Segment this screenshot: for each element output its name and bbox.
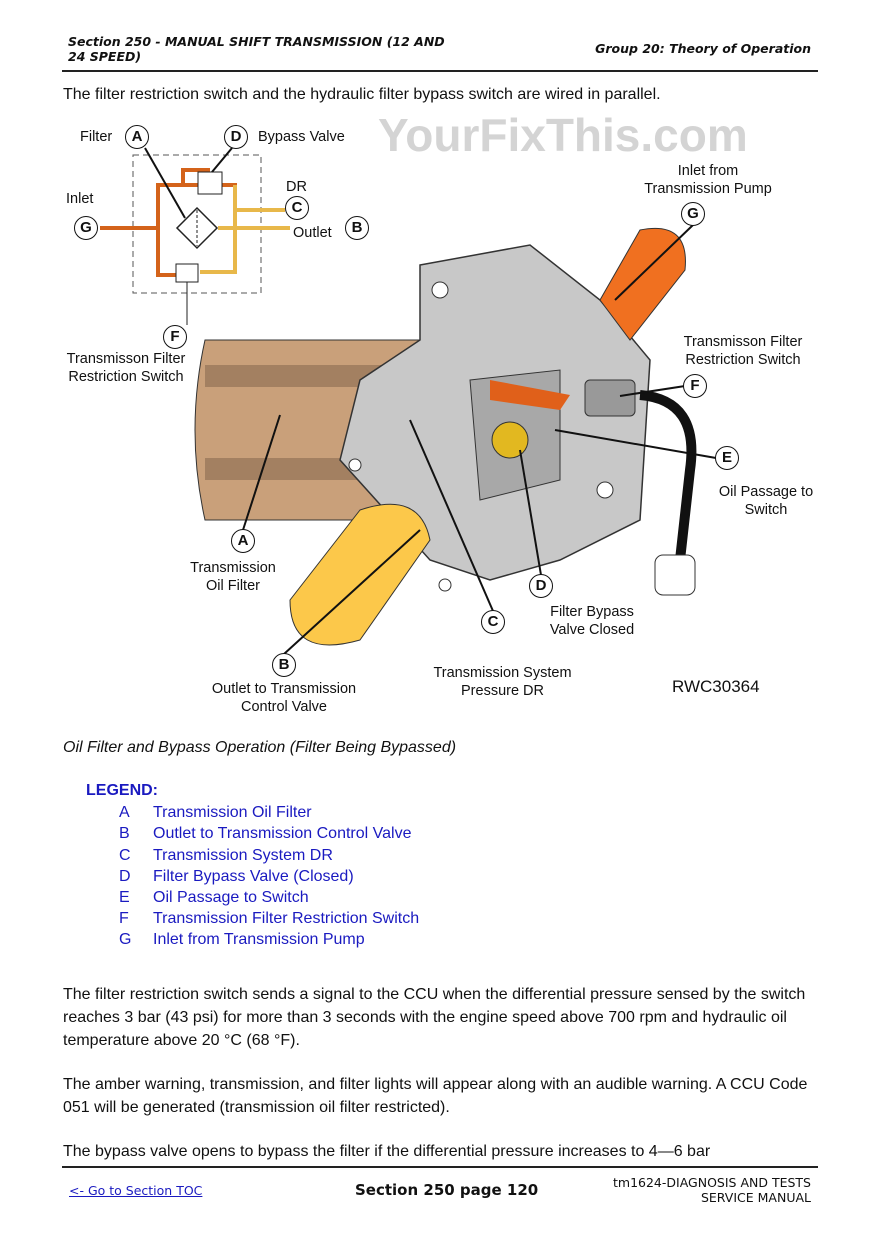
- legend-item: F Transmission Filter Restriction Switch: [119, 908, 419, 929]
- go-to-section-toc-link[interactable]: <- Go to Section TOC: [69, 1183, 203, 1198]
- legend-key: A: [119, 804, 130, 822]
- callout-c-schematic: C: [285, 196, 309, 220]
- legend-title: LEGEND:: [86, 782, 158, 799]
- footer-manual-line1: tm1624-DIAGNOSIS AND TESTS: [613, 1175, 811, 1190]
- hydraulic-schematic: [100, 147, 290, 325]
- label-outlet: Outlet: [293, 225, 332, 241]
- label-bypass-valve: Bypass Valve: [258, 129, 345, 145]
- figure-code: RWC30364: [672, 677, 760, 696]
- label-line: Oil Filter: [206, 578, 260, 594]
- intro-text: The filter restriction switch and the hy…: [63, 86, 661, 103]
- label-line: Switch: [744, 502, 788, 518]
- label-line: Oil Passage to: [718, 484, 814, 500]
- label-line: Transmission: [190, 560, 276, 576]
- callout-a-schematic: A: [125, 125, 149, 149]
- header-rule: [62, 70, 818, 72]
- label-line: Transmisson Filter: [683, 334, 803, 350]
- footer-rule: [62, 1166, 818, 1168]
- legend-text: Outlet to Transmission Control Valve: [153, 825, 412, 843]
- label-dr: DR: [286, 179, 307, 195]
- label-line: Transmisson Filter: [66, 351, 186, 367]
- header-section-line1: Section 250 - MANUAL SHIFT TRANSMISSION …: [68, 34, 445, 49]
- label-line: Valve Closed: [549, 622, 635, 638]
- legend-key: C: [119, 846, 131, 864]
- callout-b: B: [272, 653, 296, 677]
- watermark: YourFixThis.com: [378, 109, 748, 161]
- callout-b-schematic: B: [345, 216, 369, 240]
- body-paragraphs: The filter restriction switch sends a si…: [63, 983, 823, 1184]
- label-oil-passage: Oil Passage to Switch: [712, 483, 820, 519]
- legend-item: B Outlet to Transmission Control Valve: [119, 823, 419, 844]
- legend-key: G: [119, 931, 132, 949]
- legend-item: G Inlet from Transmission Pump: [119, 929, 419, 950]
- callout-a: A: [231, 529, 255, 553]
- label-line: Inlet from: [677, 163, 739, 179]
- callout-g-schematic: G: [74, 216, 98, 240]
- callout-f-schematic: F: [163, 325, 187, 349]
- label-line: Filter Bypass: [550, 604, 634, 620]
- callout-e: E: [715, 446, 739, 470]
- paragraph-2: The amber warning, transmission, and fil…: [63, 1076, 808, 1116]
- figure-illustration: [100, 147, 717, 655]
- filter-cutaway: [194, 224, 717, 655]
- legend-item: D Filter Bypass Valve (Closed): [119, 866, 419, 887]
- legend-key: B: [119, 825, 130, 843]
- callout-c: C: [481, 610, 505, 634]
- label-line: Outlet to Transmission: [211, 681, 357, 697]
- callout-d-schematic: D: [224, 125, 248, 149]
- header-section: Section 250 - MANUAL SHIFT TRANSMISSION …: [68, 34, 445, 64]
- legend-item: A Transmission Oil Filter: [119, 802, 419, 823]
- legend-text: Transmission System DR: [153, 846, 333, 864]
- footer-manual-line2: SERVICE MANUAL: [700, 1190, 811, 1205]
- paragraph-3: The bypass valve opens to bypass the fil…: [63, 1143, 711, 1160]
- legend-item: C Transmission System DR: [119, 845, 419, 866]
- legend-text: Transmission Filter Restriction Switch: [153, 910, 420, 928]
- legend-text: Transmission Oil Filter: [153, 804, 312, 822]
- label-filter: Filter: [80, 129, 113, 145]
- legend-item: E Oil Passage to Switch: [119, 887, 419, 908]
- legend-text: Inlet from Transmission Pump: [153, 931, 365, 949]
- legend-key: E: [119, 889, 130, 907]
- legend-key: F: [119, 910, 129, 928]
- header-group: Group 20: Theory of Operation: [595, 41, 811, 56]
- label-line: Pressure DR: [461, 683, 544, 699]
- figure: Filter A D Bypass Valve DR C Inlet G Out…: [0, 110, 878, 730]
- label-line: Transmission Pump: [644, 181, 772, 197]
- legend-text: Oil Passage to Switch: [153, 889, 309, 907]
- paragraph-1: The filter restriction switch sends a si…: [63, 986, 806, 1049]
- figure-caption: Oil Filter and Bypass Operation (Filter …: [63, 739, 457, 756]
- label-line: Control Valve: [241, 699, 327, 715]
- legend-text: Filter Bypass Valve (Closed): [153, 867, 354, 885]
- label-inlet: Inlet: [66, 191, 94, 207]
- label-line: Transmission System: [433, 665, 572, 681]
- header-section-line2: 24 SPEED): [68, 49, 142, 64]
- footer-page: Section 250 page 120: [355, 1181, 539, 1199]
- legend-key: D: [119, 867, 131, 885]
- callout-f: F: [683, 374, 707, 398]
- callout-g: G: [681, 202, 705, 226]
- label-line: Restriction Switch: [685, 352, 801, 368]
- callout-d: D: [529, 574, 553, 598]
- label-line: Restriction Switch: [68, 369, 184, 385]
